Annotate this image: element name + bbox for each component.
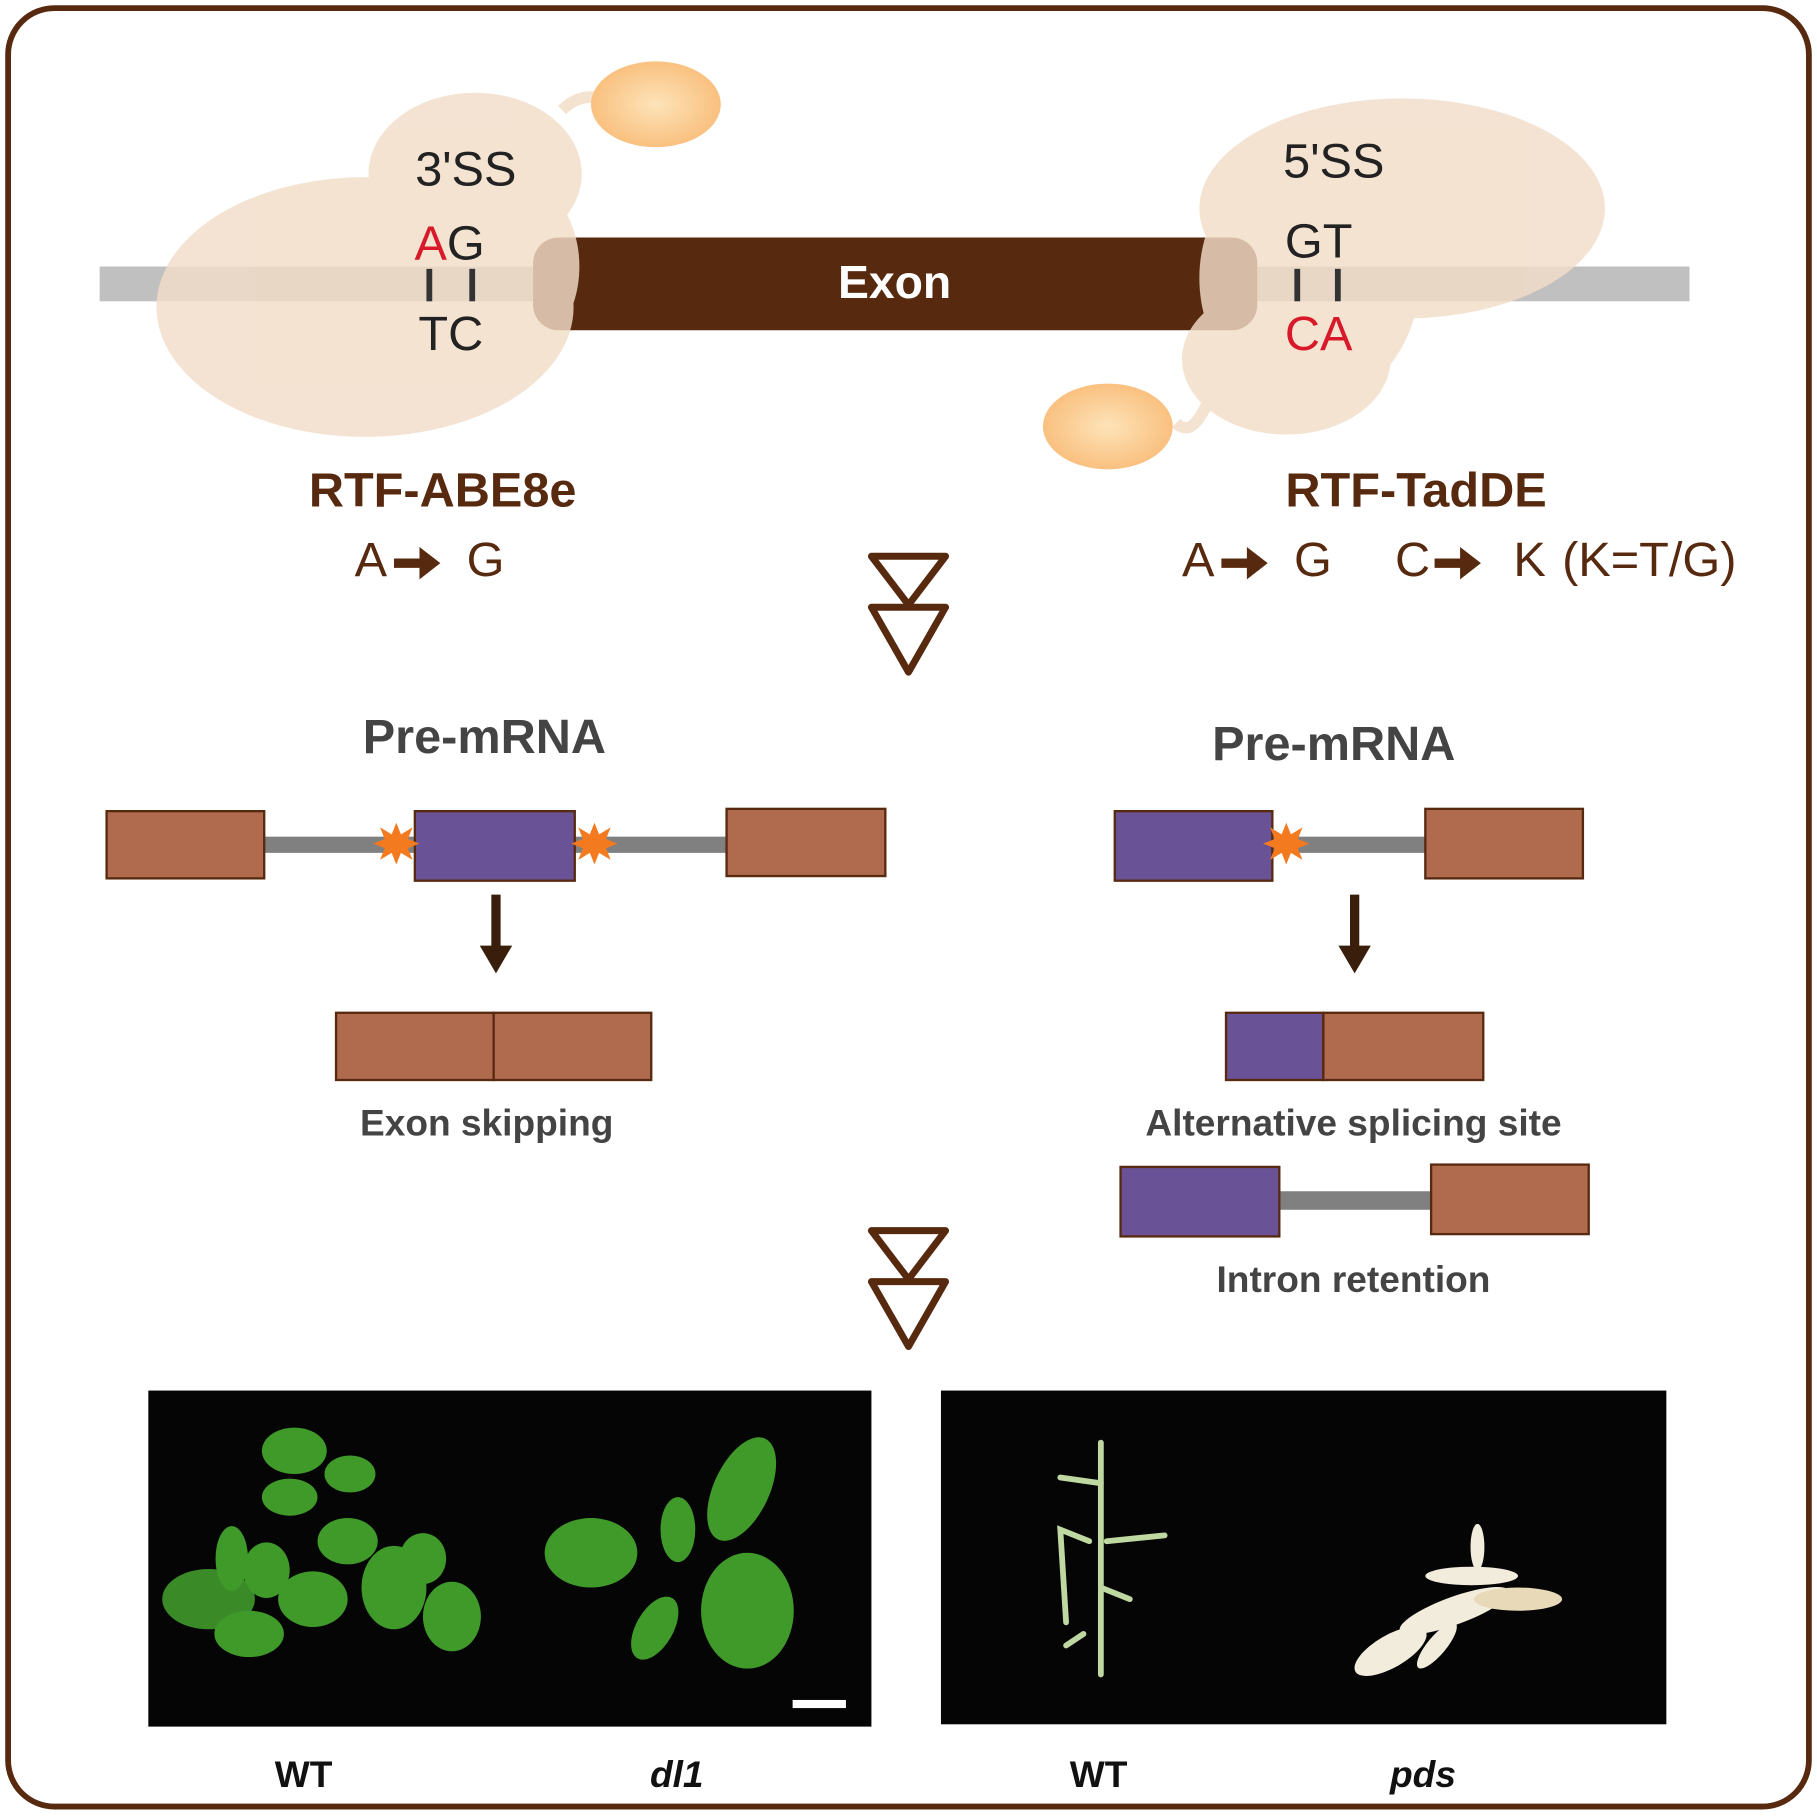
right-edit-note: (K=T/G) [1562, 533, 1736, 587]
left-site-top: AG [414, 217, 484, 271]
right-edit1-to: G [1294, 533, 1332, 587]
bond-line [426, 268, 433, 302]
right-effector-ball [1042, 383, 1173, 470]
exon-box [334, 1011, 495, 1082]
mutation-star-icon [1263, 822, 1310, 865]
right-editor-complex [1172, 98, 1605, 435]
left-premrna-title: Pre-mRNA [363, 710, 606, 764]
exon-box [1424, 807, 1585, 880]
target-exon-box [1224, 1011, 1325, 1082]
mutation-star-icon [373, 822, 420, 865]
arrow-down-icon [479, 894, 513, 974]
left-editor-complex [156, 91, 604, 437]
bond-line [469, 268, 476, 302]
left-editor-name: RTF-ABE8e [309, 463, 577, 517]
exon-box [105, 810, 266, 880]
arrow-right-icon [1221, 546, 1268, 580]
double-down-arrow-icon [867, 1227, 950, 1351]
photo-label-wt-2: WT [1070, 1753, 1128, 1795]
left-outcome: Exon skipping [360, 1102, 613, 1144]
right-site-bottom: CA [1285, 307, 1353, 361]
exon-label: Exon [838, 256, 951, 308]
exon-bar [533, 237, 1258, 331]
exon-box [1429, 1163, 1590, 1236]
right-site-label: 5'SS [1283, 134, 1384, 188]
scale-bar [792, 1699, 846, 1709]
right-editor-name: RTF-TadDE [1285, 463, 1546, 517]
left-edit-to: G [467, 533, 505, 587]
right-edit2-to: K [1513, 533, 1545, 587]
photo-label-pds: pds [1389, 1753, 1456, 1795]
left-site-label: 3'SS [415, 142, 516, 196]
intron-line [1279, 1191, 1433, 1210]
right-site-top: GT [1285, 214, 1353, 268]
left-edit-from: A [355, 533, 388, 587]
bond-line [1334, 268, 1341, 302]
right-outcome-2: Intron retention [1217, 1258, 1491, 1300]
double-down-arrow-icon [867, 552, 950, 676]
photo-label-dl1: dl1 [650, 1753, 704, 1795]
photo-label-wt-1: WT [275, 1753, 333, 1795]
right-edit1-from: A [1182, 533, 1215, 587]
left-site-bottom: TC [418, 307, 483, 361]
intron-line [1272, 836, 1426, 853]
left-effector-ball [590, 61, 721, 148]
photo-right-plants [940, 1390, 1667, 1725]
target-exon-box [1119, 1165, 1281, 1238]
bond-line [1294, 268, 1301, 302]
frame [5, 5, 1812, 1810]
exon-box [725, 807, 887, 878]
target-exon-box [1113, 810, 1274, 882]
mutation-star-icon [571, 822, 618, 865]
right-edit2-from: C [1395, 533, 1430, 587]
target-exon-box [413, 810, 576, 882]
exon-box [1322, 1011, 1485, 1082]
right-outcome-1: Alternative splicing site [1145, 1102, 1561, 1144]
arrow-down-icon [1338, 894, 1371, 974]
arrow-right-icon [1434, 546, 1481, 580]
arrow-right-icon [393, 546, 441, 580]
exon-box [492, 1011, 653, 1082]
right-premrna-title: Pre-mRNA [1212, 717, 1455, 771]
photo-left-plants [148, 1390, 872, 1727]
